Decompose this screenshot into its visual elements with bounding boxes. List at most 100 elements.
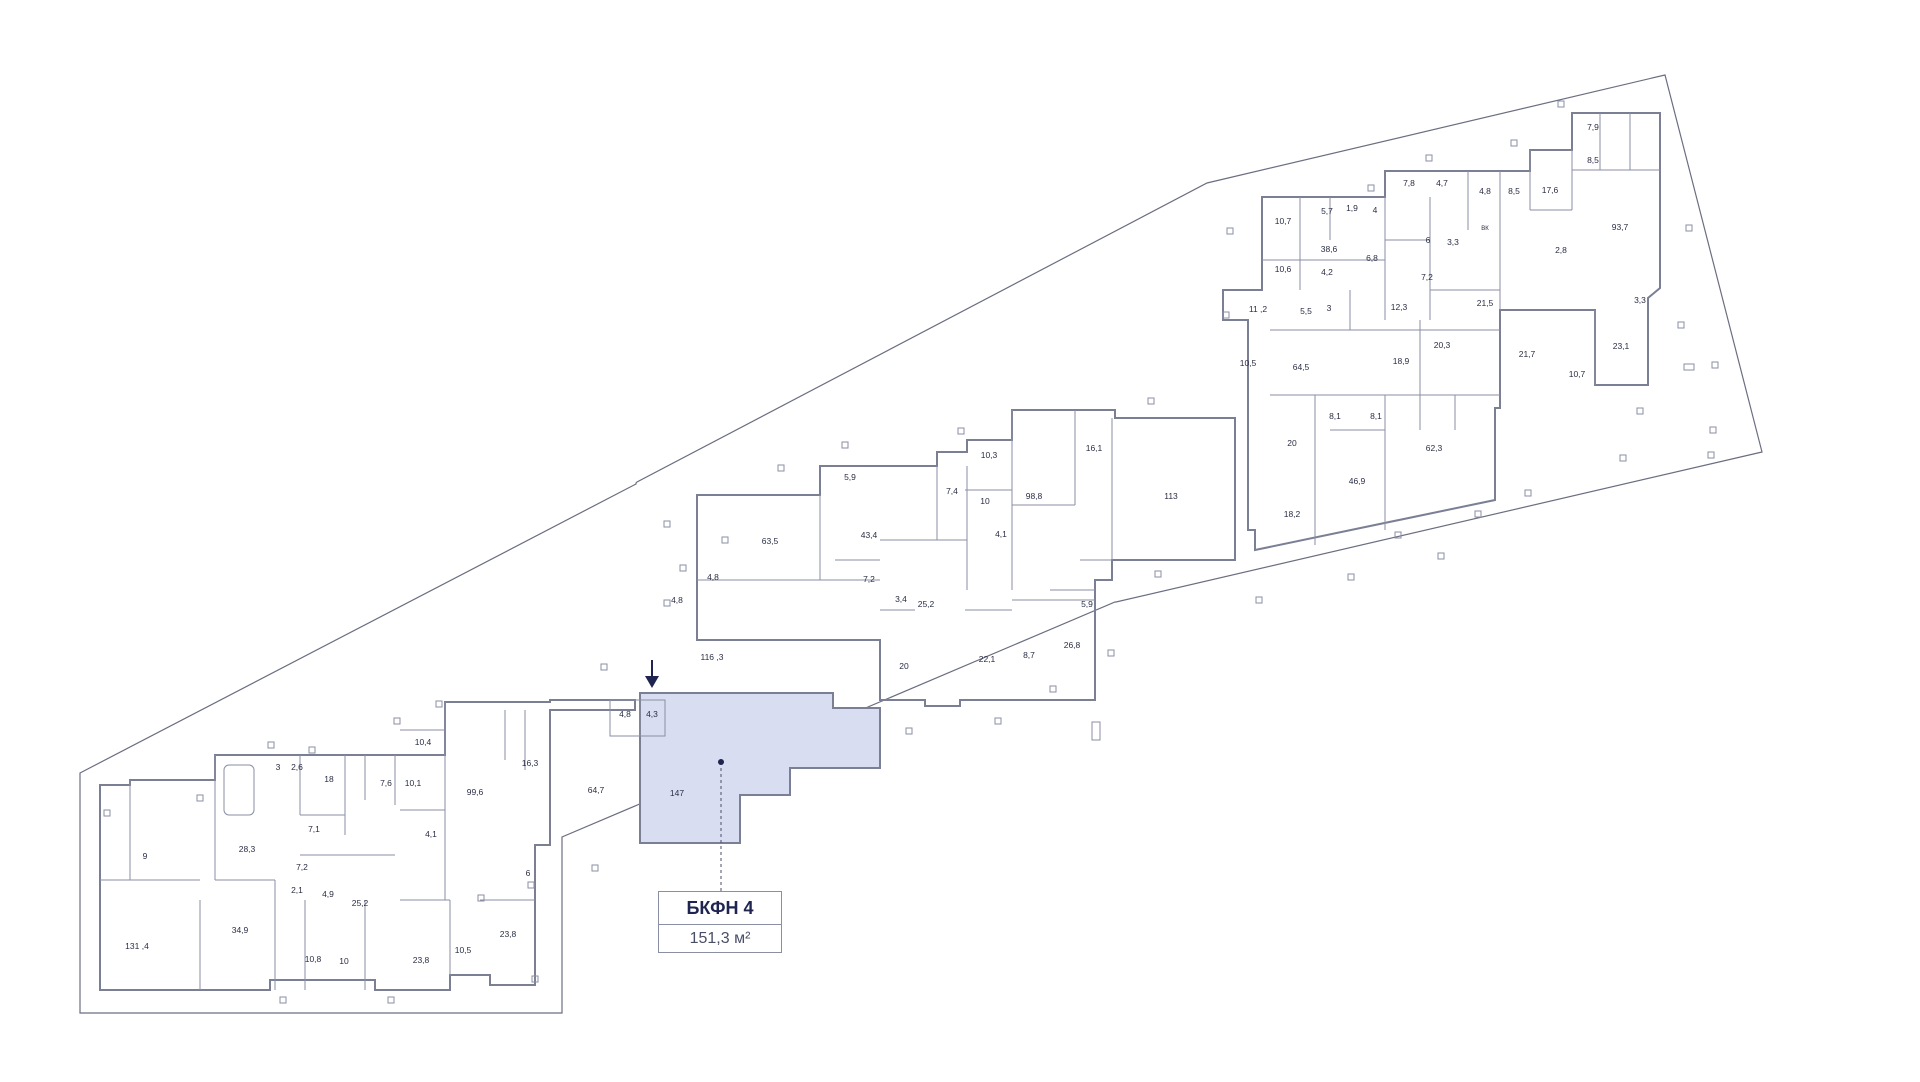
room-label: 23,1 [1613,341,1630,351]
room-label: ВК [1481,226,1489,232]
west-wing [99,699,636,1004]
room-label: 8,7 [1023,650,1035,660]
room-label: 16,3 [522,758,539,768]
room-label: 21,5 [1477,298,1494,308]
room-label: 8,5 [1508,186,1520,196]
room-label: 46,9 [1349,476,1366,486]
room-label: 18,9 [1393,356,1410,366]
room-label: 18,2 [1284,509,1301,519]
room-label: 7,4 [946,486,958,496]
unit-marker-dot [718,759,724,765]
room-label: 9 [143,851,148,861]
room-label: 10 [980,496,990,506]
room-label: 23,8 [500,929,517,939]
room-label: 62,3 [1426,443,1443,453]
room-label: 38,6 [1321,244,1338,254]
entrance-arrow-icon [645,660,659,688]
room-label: 4,1 [995,529,1007,539]
room-label: 43,4 [861,530,878,540]
selected-unit-area[interactable] [639,692,881,844]
room-label: 63,5 [762,536,779,546]
room-label: 25,2 [918,599,935,609]
room-label: 23,8 [413,955,430,965]
room-label: 18 [324,774,334,784]
room-label: 10,7 [1275,216,1292,226]
room-label: 20,3 [1434,340,1451,350]
room-label: 93,7 [1612,222,1629,232]
room-label: 12,3 [1391,302,1408,312]
room-label: 116 ,3 [700,652,723,662]
room-label: 10,6 [1275,264,1292,274]
unit-area: 151,3 м² [689,930,751,947]
room-label: 4,3 [646,709,658,719]
room-label: 21,7 [1519,349,1536,359]
room-label: 10,7 [1569,369,1586,379]
room-label: 1,9 [1346,203,1358,213]
site-boundary [79,74,1763,1014]
room-label: 8,1 [1370,411,1382,421]
room-label: 4,2 [1321,267,1333,277]
room-label: 3,3 [1634,295,1646,305]
room-labels: 7,9 8,5 17,6 93,7 7,8 4,7 4,8 8,5 ВК 10,… [125,122,1646,966]
room-label: 5,9 [1081,599,1093,609]
room-label: 10,8 [305,954,322,964]
room-label: 113 [1164,491,1178,501]
room-label: 7,1 [308,824,320,834]
room-label: 22,1 [979,654,996,664]
room-label: 16,1 [1086,443,1103,453]
room-label: 4,8 [671,595,683,605]
room-label: 20 [1287,438,1297,448]
room-label: 64,5 [1293,362,1310,372]
room-label: 99,6 [467,787,484,797]
room-label: 11 ,2 [1249,304,1268,314]
room-label: 25,2 [352,898,369,908]
room-label: 28,3 [239,844,256,854]
room-label: 3 [276,762,281,772]
room-label: 3,4 [895,594,907,604]
room-label: 8,1 [1329,411,1341,421]
room-label: 10,5 [1240,358,1257,368]
room-label: 34,9 [232,925,249,935]
middle-wing [600,397,1236,741]
room-label: 98,8 [1026,491,1043,501]
room-label: 7,9 [1587,122,1599,132]
room-label: 5,7 [1321,206,1333,216]
room-label: 3 [1327,303,1332,313]
room-label: 3,3 [1447,237,1459,247]
room-label: 64,7 [588,785,605,795]
room-label: 10,3 [981,450,998,460]
room-label: 8,5 [1587,155,1599,165]
room-label: 7,2 [1421,272,1433,282]
selected-unit-room-label: 147 [670,788,684,798]
room-label: 10,5 [455,945,472,955]
room-label: 4,8 [707,572,719,582]
room-label: 20 [899,661,909,671]
room-label: 7,2 [863,574,875,584]
room-label: 7,6 [380,778,392,788]
room-label: 6,8 [1366,253,1378,263]
east-wing [1222,100,1719,604]
room-label: 2,8 [1555,245,1567,255]
room-label: 4,8 [1479,186,1491,196]
room-label: 4,1 [425,829,437,839]
room-label: 10 [339,956,349,966]
room-label: 2,6 [291,762,303,772]
room-label: 7,8 [1403,178,1415,188]
room-label: 5,9 [844,472,856,482]
room-label: 5,5 [1300,306,1312,316]
room-label: 26,8 [1064,640,1081,650]
room-label: 4,8 [619,709,631,719]
room-label: 131 ,4 [125,941,149,951]
room-label: 17,6 [1542,185,1559,195]
room-label: 10,4 [415,737,432,747]
room-label: 4,7 [1436,178,1448,188]
room-label: 2,1 [291,885,303,895]
room-label: 6 [1426,235,1431,245]
unit-name: БКФН 4 [659,892,781,925]
room-label: 7,2 [296,862,308,872]
room-label: 4 [1373,205,1378,215]
room-label: 4,9 [322,889,334,899]
room-label: 6 [526,868,531,878]
unit-info-card[interactable]: БКФН 4 151,3 м² [658,891,782,953]
